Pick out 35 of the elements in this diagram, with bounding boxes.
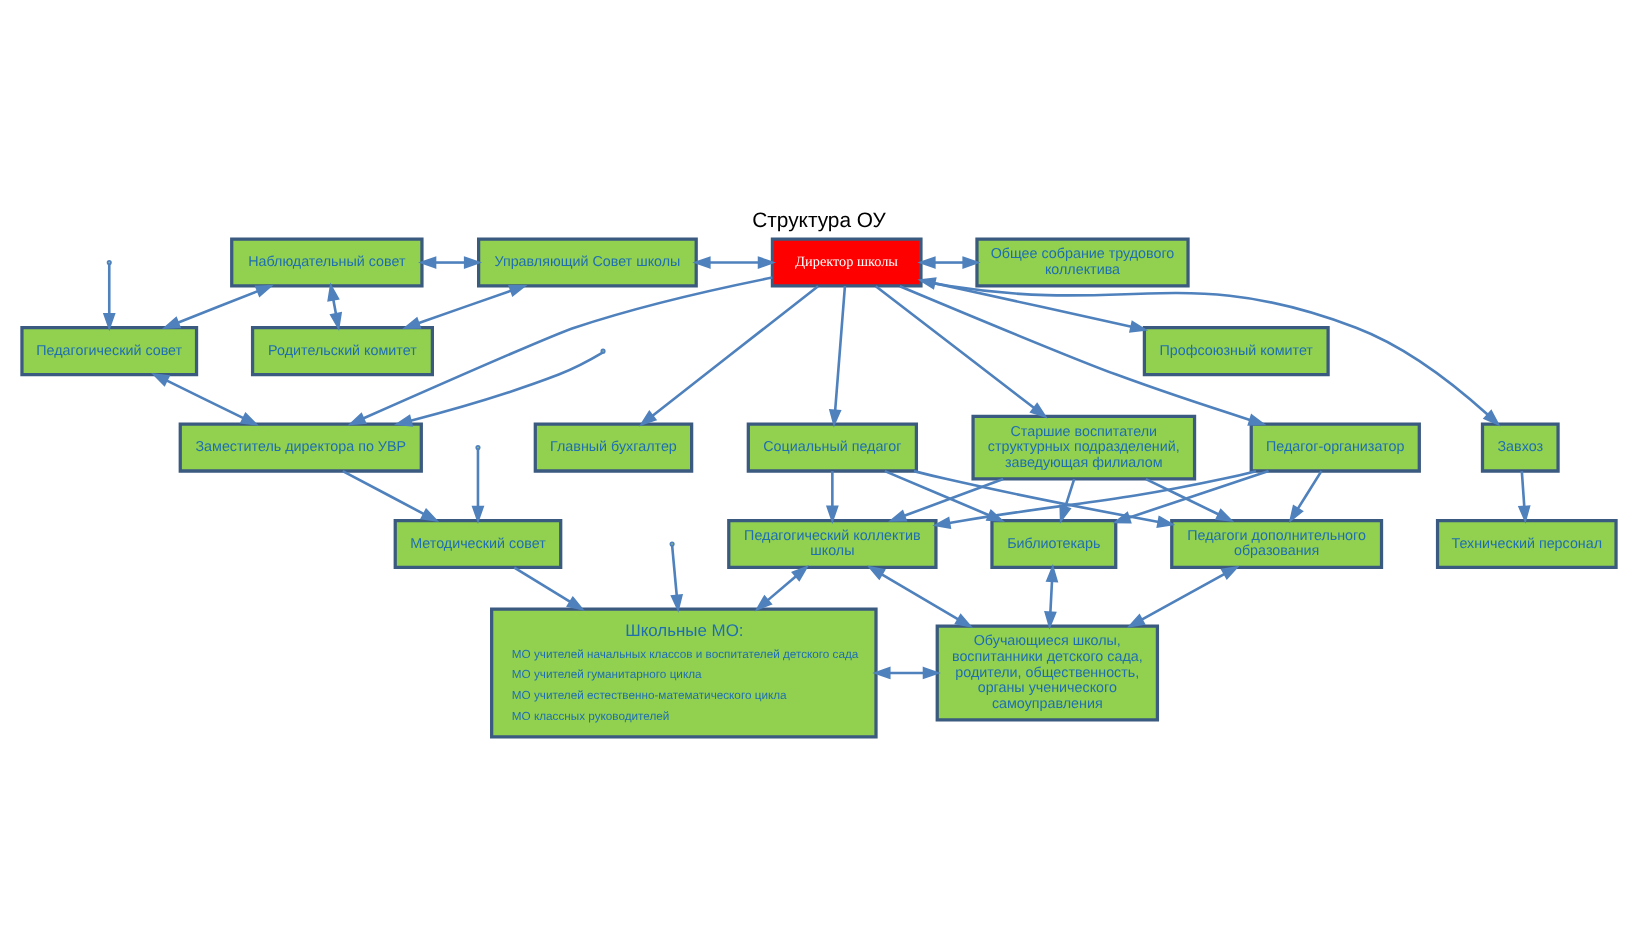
arrow xyxy=(638,284,819,426)
arrow xyxy=(1145,476,1235,521)
arrow xyxy=(872,665,941,679)
diagram-title: Структура ОУ xyxy=(752,210,886,233)
arrow xyxy=(342,468,440,522)
arrow xyxy=(670,544,684,612)
arrow xyxy=(1126,564,1240,627)
arrow xyxy=(161,283,274,329)
arrow xyxy=(921,278,1501,426)
arrow xyxy=(402,283,528,328)
arrow xyxy=(888,476,1004,521)
arrow xyxy=(932,468,1257,529)
arrow xyxy=(1044,562,1059,629)
arrow xyxy=(1059,477,1076,523)
arrow xyxy=(151,371,259,425)
arrow xyxy=(1112,468,1269,523)
arrow xyxy=(692,255,777,268)
arrow xyxy=(347,275,773,425)
arrow xyxy=(913,468,1176,527)
arrow xyxy=(874,284,1048,418)
arrow xyxy=(1288,469,1323,523)
arrow xyxy=(884,468,1005,521)
arrow xyxy=(1517,470,1531,523)
arrow xyxy=(917,255,981,268)
arrow xyxy=(899,284,1267,425)
arrow xyxy=(825,470,839,523)
arrow xyxy=(471,447,485,524)
arrow xyxy=(393,350,604,426)
arrow xyxy=(102,262,116,331)
arrow xyxy=(327,281,343,330)
arrow xyxy=(513,565,585,610)
arrow xyxy=(828,285,847,427)
arrow xyxy=(754,564,810,611)
arrow xyxy=(418,255,483,268)
arrow xyxy=(866,564,974,628)
